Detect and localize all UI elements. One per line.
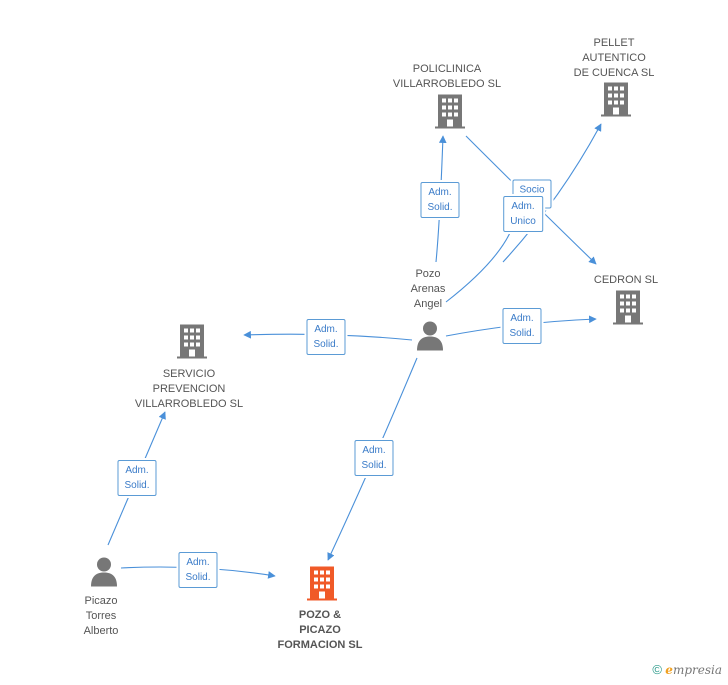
brand-logo: empresia xyxy=(665,663,722,677)
building-icon-cedron xyxy=(613,290,643,325)
building-icon[interactable] xyxy=(434,94,466,134)
relation-edge xyxy=(502,123,602,263)
person-icon-picazo-torres xyxy=(91,557,117,587)
person-icon[interactable] xyxy=(89,557,119,592)
building-icon-main[interactable] xyxy=(306,566,338,606)
copyright-symbol: © xyxy=(652,662,662,677)
relation-badge: Adm. Solid. xyxy=(420,182,460,218)
company-label-servicio[interactable]: SERVICIO PREVENCION VILLARROBLEDO SL xyxy=(134,368,244,410)
company-label-cedron[interactable]: CEDRON SL xyxy=(593,274,659,286)
person-label-pozo-arenas[interactable]: Pozo Arenas Angel xyxy=(410,268,446,310)
person-label-picazo-torres[interactable]: Picazo Torres Alberto xyxy=(83,595,119,637)
company-label-pellet[interactable]: PELLET AUTENTICO DE CUENCA SL xyxy=(573,37,655,79)
relation-badge: Adm. Solid. xyxy=(306,319,346,355)
company-label-pozo-picazo[interactable]: POZO & PICAZO FORMACION SL xyxy=(277,609,363,651)
building-icon[interactable] xyxy=(612,290,644,330)
relation-edge xyxy=(445,225,514,303)
footer-watermark: © empresia xyxy=(652,662,722,677)
building-icon-pellet xyxy=(601,82,631,117)
relation-badge: Adm. Solid. xyxy=(354,440,394,476)
relation-badge: Adm. Unico xyxy=(503,196,543,232)
building-icon-policlinica xyxy=(435,94,465,129)
building-icon[interactable] xyxy=(600,82,632,122)
person-icon-pozo-arenas xyxy=(417,321,443,351)
person-icon[interactable] xyxy=(415,321,445,356)
building-icon-pozo-picazo xyxy=(307,566,337,601)
building-icon[interactable] xyxy=(176,324,208,364)
relation-badge: Adm. Solid. xyxy=(117,460,157,496)
company-label-policlinica[interactable]: POLICLINICA VILLARROBLEDO SL xyxy=(392,63,502,90)
relation-badge: Adm. Solid. xyxy=(502,308,542,344)
relation-badge: Adm. Solid. xyxy=(178,552,218,588)
building-icon-servicio xyxy=(177,324,207,359)
